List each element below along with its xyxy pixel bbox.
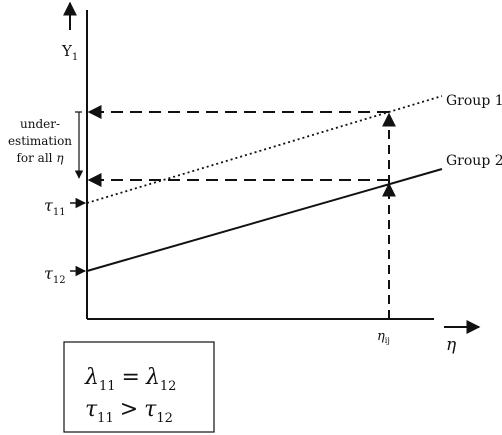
bracket-line3: for all η: [16, 151, 64, 165]
group1-label: Group 1: [446, 93, 502, 109]
x-axis-label: η: [446, 335, 457, 355]
y-axis-label: Y1: [61, 42, 78, 63]
eta-ij-label: ηij: [377, 329, 390, 345]
tau11-label: τ11: [44, 196, 66, 218]
group2-label: Group 2: [446, 153, 502, 169]
equation-tau: τ11>τ12: [85, 397, 173, 426]
bracket-line2: estimation: [8, 134, 72, 148]
group1-line: [86, 95, 443, 204]
equation-lambda: λ11=λ12: [84, 365, 176, 394]
tau12-label: τ12: [44, 264, 66, 286]
bracket-line1: under-: [20, 117, 60, 131]
equation-box: [63, 341, 215, 433]
